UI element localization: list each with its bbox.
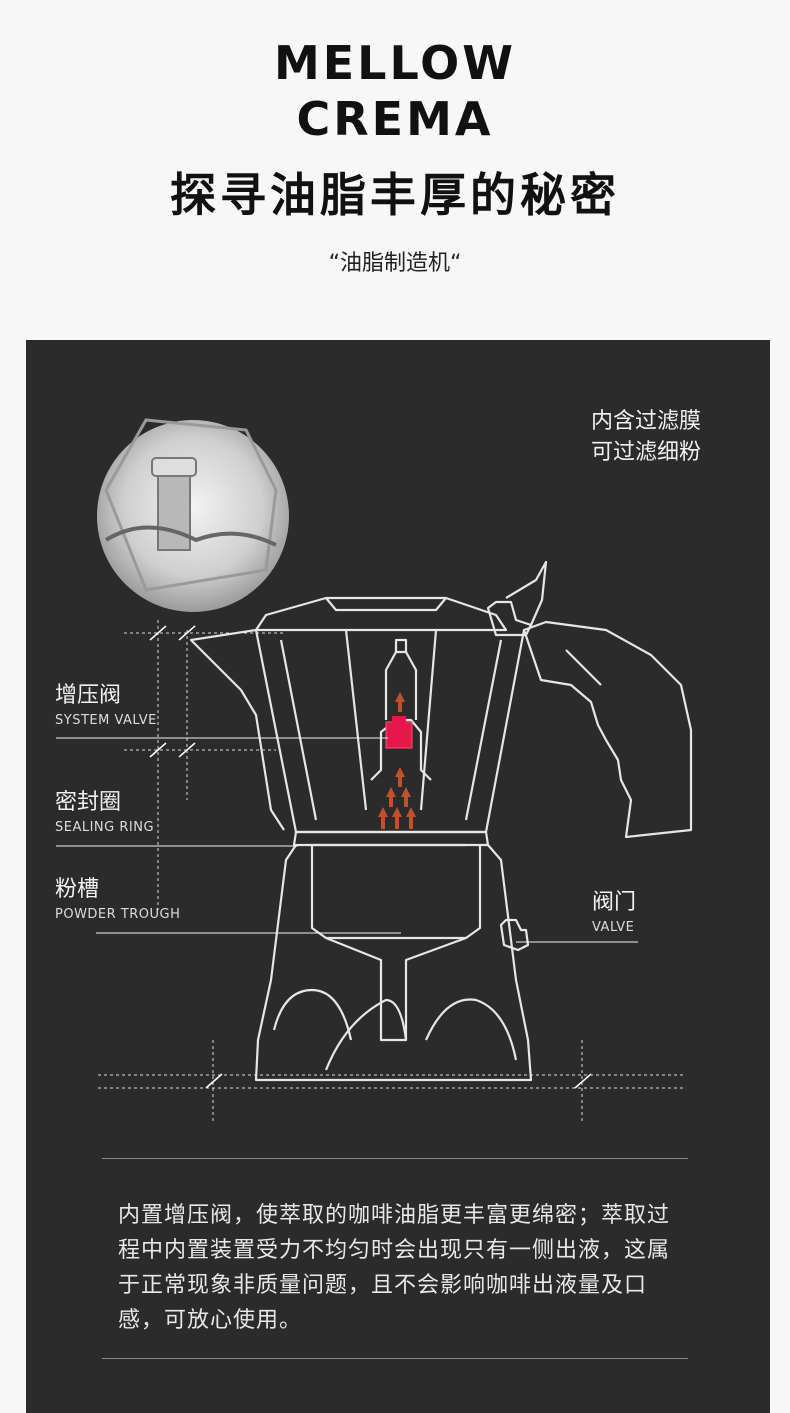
- filter-note-line-1: 内含过滤膜: [591, 409, 702, 434]
- label-powder-trough-en: POWDER TROUGH: [55, 907, 181, 923]
- label-valve-cn: 阀门: [592, 890, 637, 915]
- label-system-valve-cn: 增压阀: [55, 683, 122, 708]
- zoom-circle: [97, 418, 289, 612]
- diagram-panel: 内含过滤膜 可过滤细粉 增压阀 SYSTEM VALVE 密封圈 SEALING…: [26, 340, 770, 1413]
- divider-top: [102, 1158, 688, 1159]
- moka-pot-outline: [189, 560, 693, 1082]
- tagline: “油脂制造机“: [328, 251, 462, 276]
- dimension-ticks: [149, 625, 592, 1089]
- label-sealing-ring: 密封圈 SEALING RING: [55, 790, 154, 836]
- label-powder-trough: 粉槽 POWDER TROUGH: [55, 877, 180, 923]
- leader-lines: [56, 737, 638, 943]
- dimension-lines: [98, 620, 686, 1122]
- title-line-2: CREMA: [296, 92, 494, 146]
- moka-pot-diagram: [56, 418, 693, 1122]
- label-system-valve-en: SYSTEM VALVE: [55, 713, 157, 729]
- label-system-valve: 增压阀 SYSTEM VALVE: [55, 683, 157, 729]
- description-text: 内置增压阀，使萃取的咖啡油脂更丰富更绵密；萃取过程中内置装置受力不均匀时会出现只…: [118, 1203, 671, 1333]
- subtitle: 探寻油脂丰厚的秘密: [170, 168, 620, 222]
- pressure-arrows: [378, 692, 416, 829]
- label-sealing-ring-cn: 密封圈: [55, 790, 122, 815]
- header: MELLOW CREMA 探寻油脂丰厚的秘密 “油脂制造机“: [0, 0, 790, 340]
- filter-note-line-2: 可过滤细粉: [591, 440, 702, 465]
- label-powder-trough-cn: 粉槽: [55, 877, 100, 902]
- system-valve-highlight: [385, 716, 413, 749]
- filter-note: 内含过滤膜 可过滤细粉: [591, 406, 701, 468]
- label-valve-en: VALVE: [592, 920, 635, 936]
- label-valve: 阀门 VALVE: [592, 890, 636, 936]
- label-sealing-ring-en: SEALING RING: [55, 820, 155, 836]
- divider-bottom: [102, 1358, 688, 1359]
- title-line-1: MELLOW: [273, 36, 517, 90]
